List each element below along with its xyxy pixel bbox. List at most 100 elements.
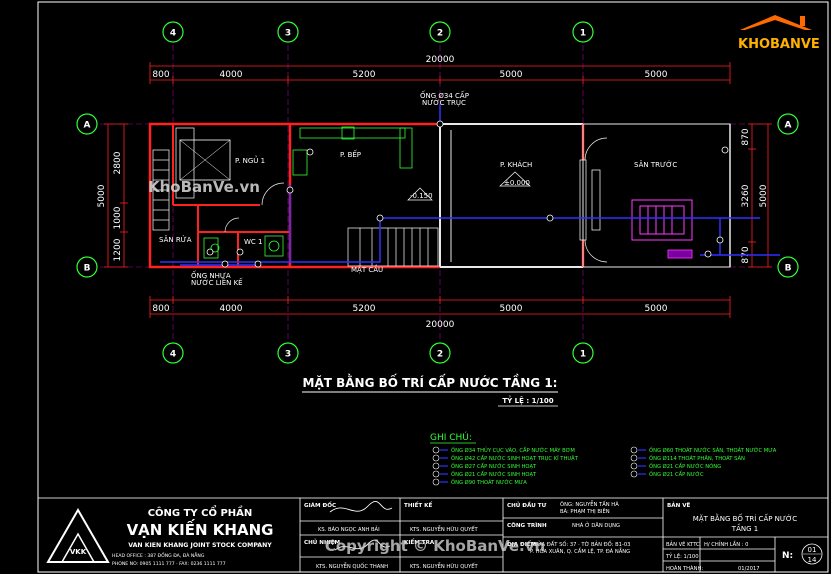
legend-item: ỐNG Ø34 THỦY CỤC VÀO, CẤP NƯỚC MÁY BƠM bbox=[451, 446, 575, 454]
svg-text:TẦNG 1: TẦNG 1 bbox=[731, 523, 758, 533]
svg-text:H/ CHỈNH LẦN : 0: H/ CHỈNH LẦN : 0 bbox=[704, 540, 748, 548]
supply-note: ỐNG Ø34 CẤP bbox=[420, 90, 469, 100]
legend-item: ỐNG Ø114 THOÁT PHÂN, THOÁT SÀN bbox=[649, 454, 745, 462]
legend-symbol bbox=[630, 454, 638, 462]
legend-symbol bbox=[432, 454, 440, 462]
svg-text:5200: 5200 bbox=[353, 70, 376, 80]
svg-text:KIỂM TRA: KIỂM TRA bbox=[404, 538, 435, 546]
svg-text:5000: 5000 bbox=[500, 304, 523, 314]
left-dimensions bbox=[104, 123, 128, 268]
svg-text:5000: 5000 bbox=[759, 184, 769, 207]
svg-text:1000: 1000 bbox=[113, 206, 123, 229]
grid-label: 4 bbox=[170, 350, 176, 360]
legend-item: ỐNG Ø21 CẤP NƯỚC NÓNG bbox=[649, 462, 721, 470]
svg-text:BẢN VẼ KTTC: BẢN VẼ KTTC bbox=[666, 540, 700, 548]
svg-text:01/2017: 01/2017 bbox=[738, 566, 760, 572]
drawing-scale: TỶ LỆ : 1/100 bbox=[502, 395, 553, 405]
svg-text:KTS. NGUYỄN QUỐC THANH: KTS. NGUYỄN QUỐC THANH bbox=[316, 562, 388, 570]
svg-text:5000: 5000 bbox=[97, 184, 107, 207]
grid-label: 1 bbox=[580, 350, 586, 360]
watermark-brand: KHOBANVE bbox=[738, 37, 820, 52]
legend-item: ỐNG Ø21 CẤP NƯỚC bbox=[649, 470, 704, 478]
grid-bubbles-top: 4 3 2 1 bbox=[162, 21, 594, 43]
legend-symbol bbox=[630, 446, 638, 454]
drawing-title: MẶT BẰNG BỐ TRÍ CẤP NƯỚC TẦNG 1: bbox=[303, 373, 558, 390]
legend: GHI CHÚ: bbox=[430, 431, 476, 444]
grid-label: 3 bbox=[285, 29, 291, 39]
svg-text:MẶT BẰNG BỐ TRÍ CẤP NƯỚC: MẶT BẰNG BỐ TRÍ CẤP NƯỚC bbox=[693, 513, 798, 523]
svg-text:1200: 1200 bbox=[113, 238, 123, 261]
level-mark: ±0.000 bbox=[504, 179, 530, 187]
svg-text:4000: 4000 bbox=[220, 70, 243, 80]
svg-text:CÔNG TRÌNH: CÔNG TRÌNH bbox=[507, 521, 547, 529]
room-label-laundry: SÂN RỬA bbox=[159, 235, 192, 244]
grid-bubbles-bottom: 4 3 2 1 bbox=[162, 342, 594, 364]
watermark-logo: KHOBANVE bbox=[738, 15, 820, 52]
chair-signature bbox=[334, 539, 391, 551]
pipe-nodes bbox=[206, 120, 729, 268]
svg-text:N:: N: bbox=[782, 551, 793, 561]
legend-item: ỐNG Ø60 THOÁT NƯỚC SÀN, THOÁT NƯỚC MƯA bbox=[649, 446, 777, 454]
grid-label: 1 bbox=[580, 29, 586, 39]
svg-text:800: 800 bbox=[152, 304, 169, 314]
company-name-en: VAN KIEN KHANG JOINT STOCK COMPANY bbox=[128, 542, 272, 549]
svg-text:5200: 5200 bbox=[353, 304, 376, 314]
watermark-copyright: Copyright © KhoBanVe.vn bbox=[325, 537, 545, 555]
svg-text:A: A bbox=[785, 121, 792, 131]
level-mark: -0.150 bbox=[410, 192, 433, 200]
legend-item: ỐNG Ø90 THOÁT NƯỚC MƯA bbox=[451, 478, 527, 486]
svg-text:5000: 5000 bbox=[645, 304, 668, 314]
grid-label: 2 bbox=[437, 29, 443, 39]
svg-text:5000: 5000 bbox=[500, 70, 523, 80]
svg-text:ĐỊA ĐIỂM: ĐỊA ĐIỂM bbox=[507, 540, 537, 548]
grid-label: 2 bbox=[437, 350, 443, 360]
svg-text:CHỦ NHIỆM: CHỦ NHIỆM bbox=[304, 538, 341, 546]
director-signature bbox=[329, 500, 393, 513]
legend-symbol bbox=[432, 446, 440, 454]
room-label-wc: WC 1 bbox=[244, 238, 263, 246]
grid-label: 4 bbox=[170, 29, 176, 39]
svg-text:GIÁM ĐỐC: GIÁM ĐỐC bbox=[304, 501, 336, 509]
legend-symbol bbox=[630, 470, 638, 478]
svg-text:800: 800 bbox=[152, 70, 169, 80]
svg-text:BẢN VẼ: BẢN VẼ bbox=[667, 501, 691, 509]
title-block bbox=[37, 497, 829, 573]
legend-heading: GHI CHÚ: bbox=[430, 431, 472, 443]
legend-symbol bbox=[432, 478, 440, 486]
legend-symbol bbox=[630, 462, 638, 470]
svg-text:B: B bbox=[84, 264, 91, 274]
water-pipes bbox=[160, 104, 780, 266]
legend-item: ỐNG Ø21 CẤP NƯỚC SINH HOẠT bbox=[451, 470, 537, 478]
svg-text:2800: 2800 bbox=[113, 151, 123, 174]
right-dimensions bbox=[748, 123, 772, 268]
company-office: HEAD OFFICE : 387 ĐỐNG ĐA, ĐÀ NẴNG bbox=[112, 551, 205, 559]
legend-left: ỐNG Ø34 THỦY CỤC VÀO, CẤP NƯỚC MÁY BƠM ỐN… bbox=[432, 446, 579, 486]
svg-text:KTS. NGUYỄN HỮU QUYẾT: KTS. NGUYỄN HỮU QUYẾT bbox=[410, 562, 479, 570]
sheet-frame bbox=[37, 1, 829, 573]
grid-label: 3 bbox=[285, 350, 291, 360]
grid-bubbles-side: A B A B bbox=[76, 113, 799, 278]
dim-total-bottom: 20000 bbox=[426, 320, 455, 330]
room-label-living: P. KHÁCH bbox=[500, 160, 532, 169]
dim-total-top: 20000 bbox=[426, 55, 455, 65]
svg-text:14: 14 bbox=[808, 556, 817, 564]
svg-text:TỶ LỆ: 1/100: TỶ LỆ: 1/100 bbox=[665, 552, 699, 560]
legend-symbol bbox=[432, 462, 440, 470]
stair-label: MẶT CẦU bbox=[351, 264, 383, 274]
svg-text:3260: 3260 bbox=[741, 184, 751, 207]
svg-text:B: B bbox=[785, 264, 792, 274]
rain-note: NƯỚC LIÊN KẾ bbox=[191, 277, 243, 287]
svg-text:THIẾT KẾ: THIẾT KẾ bbox=[404, 501, 432, 509]
rain-note: ỐNG NHỰA bbox=[191, 270, 231, 280]
bottom-dimensions bbox=[149, 296, 731, 318]
legend-right: ỐNG Ø60 THOÁT NƯỚC SÀN, THOÁT NƯỚC MƯAỐN… bbox=[630, 446, 777, 478]
legend-item: ỐNG Ø27 CẤP NƯỚC SINH HOẠT bbox=[451, 462, 537, 470]
company-name-2: VẠN KIẾN KHANG bbox=[127, 518, 274, 539]
svg-text:HOÀN THÀNH:: HOÀN THÀNH: bbox=[666, 565, 703, 572]
svg-text:4000: 4000 bbox=[220, 304, 243, 314]
svg-text:870: 870 bbox=[741, 128, 751, 145]
company-name-1: CÔNG TY CỔ PHẦN bbox=[148, 504, 253, 519]
company-phone: PHONE NO: 0905 1111 777 · FAX: 0236 1111… bbox=[112, 561, 226, 567]
